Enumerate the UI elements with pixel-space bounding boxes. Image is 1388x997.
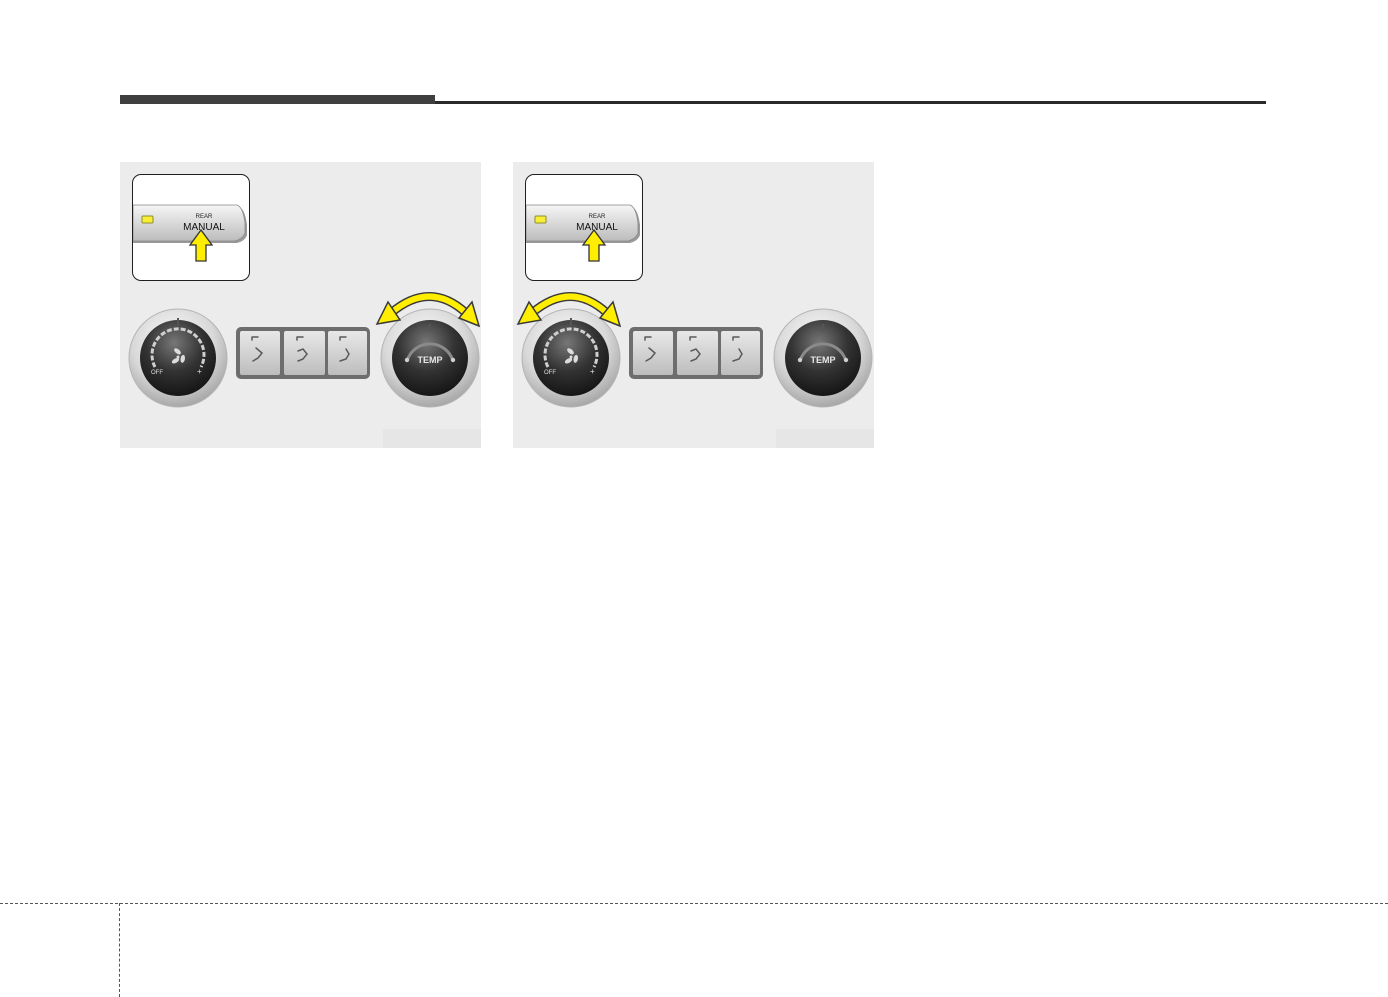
mode-button-group (629, 327, 763, 379)
fan-off-label: OFF (151, 370, 163, 376)
mode-button-bilevel[interactable] (284, 331, 325, 375)
illustration-panel-temp: OFF + (120, 162, 481, 448)
fan-speed-knob[interactable] (129, 309, 227, 407)
fan-off-label: OFF (544, 370, 556, 376)
footer-dashed-divider (119, 903, 120, 997)
manual-indicator-light (535, 216, 546, 223)
manual-label: MANUAL (183, 222, 225, 233)
fan-plus-label: + (197, 367, 202, 376)
mode-button-face[interactable] (633, 331, 673, 375)
header-bar (120, 95, 435, 104)
temp-label: TEMP (810, 355, 835, 365)
fan-speed-knob[interactable] (522, 309, 620, 407)
mode-button-face[interactable] (240, 331, 280, 375)
fan-plus-label: + (590, 367, 595, 376)
temp-label: TEMP (417, 355, 442, 365)
header-rule (435, 101, 1266, 104)
manual-label: MANUAL (576, 222, 618, 233)
panel-corner-tab (383, 429, 481, 448)
mode-button-bilevel[interactable] (677, 331, 718, 375)
mode-button-floor[interactable] (328, 331, 367, 375)
rear-label: REAR (196, 214, 213, 220)
panel-corner-tab (776, 429, 874, 448)
footer-dashed-rule (0, 903, 1388, 904)
manual-button-inset: REAR MANUAL (525, 174, 643, 281)
rear-label: REAR (589, 214, 606, 220)
illustration-panel-fan: OFF + (513, 162, 874, 448)
manual-indicator-light (142, 216, 153, 223)
mode-button-group (236, 327, 370, 379)
manual-button-inset: REAR MANUAL (132, 174, 250, 281)
mode-button-floor[interactable] (721, 331, 760, 375)
